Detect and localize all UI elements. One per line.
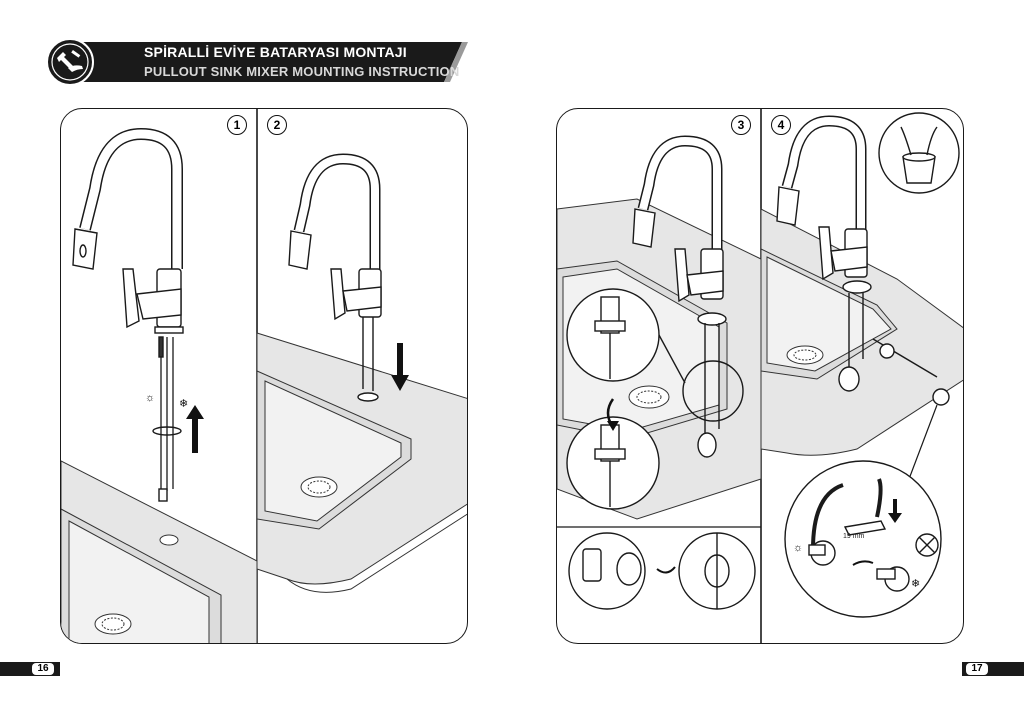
header-banner	[46, 38, 468, 86]
step1-countertop	[61, 460, 258, 643]
panel-steps-3-4: ☼ ❄ 3 4 19 mm	[556, 108, 964, 644]
step4-arrow-down-icon	[888, 499, 902, 523]
step4-rotate-arrow-icon	[852, 560, 874, 566]
step3-detail-top	[566, 288, 660, 382]
tools-hand-icon	[57, 50, 83, 72]
step-number-2: 2	[267, 115, 287, 135]
step4-countertop	[760, 208, 963, 456]
step1-faucet	[72, 127, 184, 502]
step-number-1: 1	[227, 115, 247, 135]
step2-arrow-down-icon	[391, 343, 409, 391]
step4-faucet	[776, 115, 950, 406]
step4-sun-icon: ☼	[793, 542, 803, 554]
step3-detail-bottom	[566, 416, 660, 510]
step2-faucet	[288, 153, 382, 402]
step4-valve-detail	[784, 460, 942, 618]
page-number-right: 17	[966, 663, 988, 675]
sun-icon: ☼	[145, 392, 155, 404]
step3-magnifier	[658, 334, 744, 422]
title-turkish: SPİRALLİ EVİYE BATARYASI MONTAJI	[144, 44, 407, 60]
step2-countertop	[256, 332, 467, 593]
steps-3-4-illustration: ☼ ❄	[557, 109, 963, 643]
wrench-size-label: 19 mm	[843, 533, 865, 540]
step3-clip-detail-left	[568, 532, 646, 610]
step-number-3: 3	[731, 115, 751, 135]
step4-hoses-inset	[878, 112, 960, 194]
step4-snowflake-icon: ❄	[911, 578, 920, 590]
steps-1-2-illustration: ☼ ❄	[61, 109, 467, 643]
snowflake-icon: ❄	[179, 398, 188, 410]
page-number-left: 16	[32, 663, 54, 675]
step-number-4: 4	[771, 115, 791, 135]
page-number-left-bar: 16	[0, 662, 60, 676]
step3-clip-detail-right	[678, 532, 756, 610]
step3-faucet	[632, 135, 727, 458]
title-english: PULLOUT SINK MIXER MOUNTING INSTRUCTION	[144, 64, 460, 79]
curved-arrow-icon	[656, 566, 676, 574]
page-header: SPİRALLİ EVİYE BATARYASI MONTAJI PULLOUT…	[44, 38, 474, 86]
page-number-right-bar: 17	[962, 662, 1024, 676]
panel-steps-1-2: ☼ ❄ 1 2	[60, 108, 468, 644]
step1-arrow-up-icon	[186, 405, 204, 453]
